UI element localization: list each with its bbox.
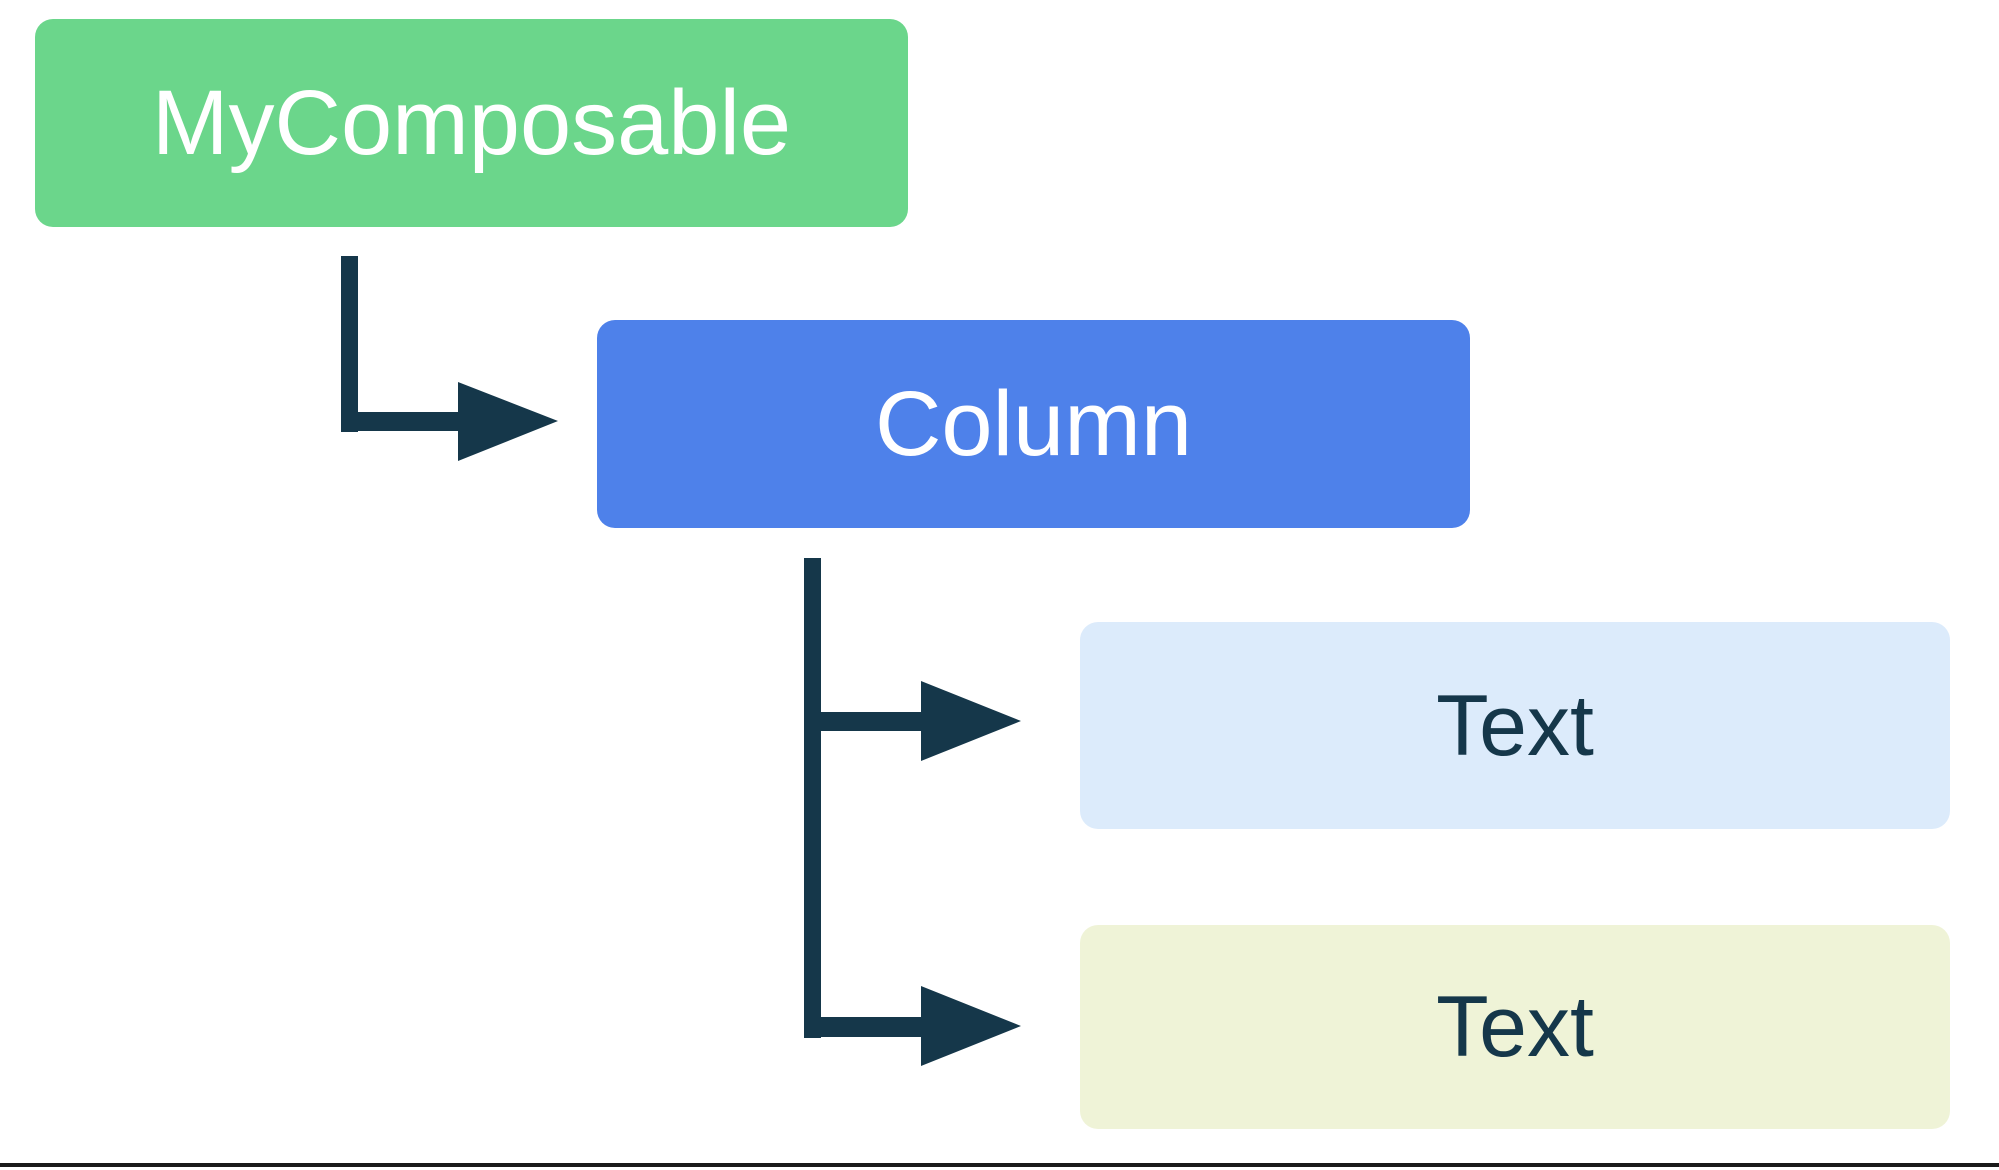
edge-column-trunk-vertical bbox=[804, 558, 821, 1038]
node-column-label: Column bbox=[874, 373, 1192, 475]
node-column[interactable]: Column bbox=[597, 320, 1470, 528]
edge-column-to-text-2-horizontal bbox=[804, 1017, 926, 1037]
edge-column-to-text-2 bbox=[804, 986, 1021, 1066]
bottom-separator-rule bbox=[0, 1163, 1999, 1167]
node-mycomposable[interactable]: MyComposable bbox=[35, 19, 908, 227]
edge-column-to-text-1 bbox=[804, 681, 1021, 761]
edge-column-to-text-1-arrowhead bbox=[921, 681, 1021, 761]
node-text-2[interactable]: Text bbox=[1080, 925, 1950, 1129]
edge-root-to-column-horizontal bbox=[341, 412, 463, 431]
node-mycomposable-label: MyComposable bbox=[151, 72, 792, 174]
edge-root-to-column-shaft bbox=[341, 256, 463, 431]
edge-root-to-column-arrowhead bbox=[458, 382, 558, 461]
edge-column-to-text-1-horizontal bbox=[804, 712, 926, 731]
node-text-2-label: Text bbox=[1436, 979, 1594, 1075]
edge-root-to-column bbox=[341, 256, 558, 461]
node-text-1[interactable]: Text bbox=[1080, 622, 1950, 829]
edge-root-to-column-vertical bbox=[341, 256, 358, 432]
edge-column-trunk bbox=[804, 558, 821, 1038]
node-text-1-label: Text bbox=[1436, 677, 1594, 774]
edge-column-to-text-2-arrowhead bbox=[921, 986, 1021, 1066]
